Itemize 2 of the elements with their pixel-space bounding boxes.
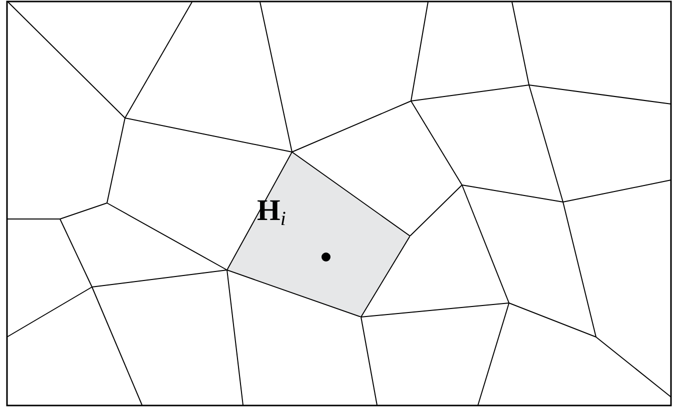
shaded-cell bbox=[227, 152, 410, 317]
cell-label: H$_{i}$ bbox=[257, 196, 286, 226]
